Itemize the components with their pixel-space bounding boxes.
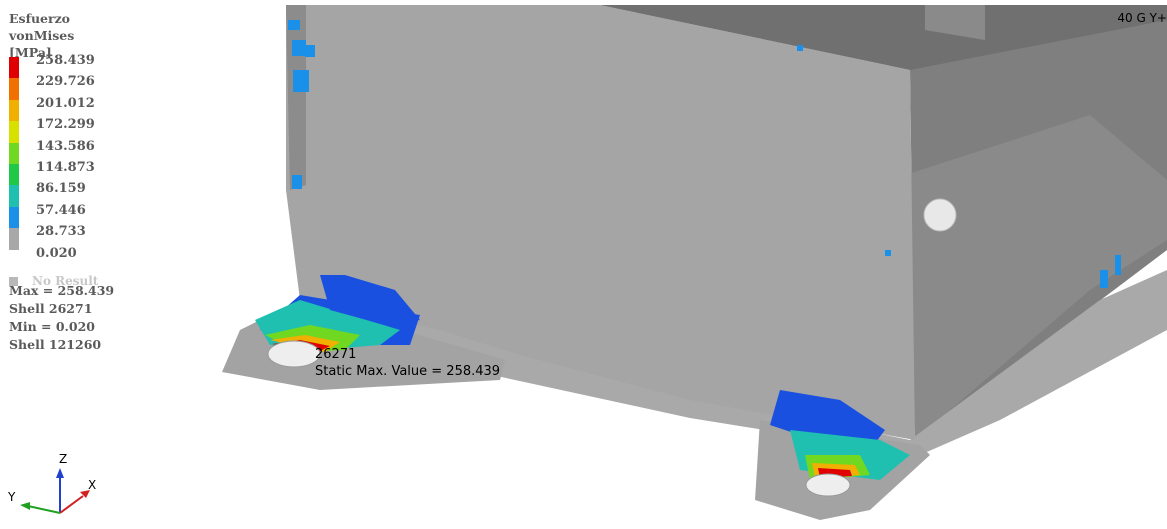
legend-level: 114.873 [36,159,95,175]
legend-swatch [9,121,19,143]
legend-title: Esfuerzo vonMises [9,11,75,43]
stress-contour-right [770,390,910,497]
legend-swatch [9,228,19,250]
legend-level: 258.439 [36,53,95,68]
legend-swatch [9,142,19,164]
no-result-label: No Result [32,274,99,288]
legend-swatch [9,163,19,186]
legend-swatch [9,78,19,100]
triad-graphic [20,468,90,514]
legend-swatch [9,185,19,207]
annotation-id: 26271 [315,347,357,362]
fan-disk [923,198,957,232]
z-axis-label: Z [59,452,68,466]
legend-levels: 258.439 229.726 201.012 172.299 143.586 … [36,50,95,264]
min-value: Min = 0.020 [9,319,95,334]
max-value: Max = 258.439 [9,283,115,298]
legend-swatch [9,99,19,122]
legend-level: 143.586 [36,138,95,154]
max-shell: Shell 26271 [9,301,93,316]
front-panel [286,5,915,440]
housing-side-panel [890,115,1167,440]
legend-level: 229.726 [36,74,95,90]
axis-triad[interactable]: Z Y X [8,448,108,523]
load-case-label: 40 G Y+ [1117,11,1167,25]
housing-arch [925,5,985,40]
min-shell: Shell 121260 [9,337,102,352]
legend-swatch [9,206,19,229]
contour-legend: Esfuerzo vonMises [MPa] 258.439 229.726 … [9,10,129,352]
legend-swatch [9,57,19,79]
legend-level: 0.020 [36,245,77,261]
housing-upper-face [600,5,1167,70]
y-axis-label: Y [8,490,16,504]
legend-level: 86.159 [36,181,86,197]
legend-color-bar [9,57,19,250]
annotation-value: Static Max. Value = 258.439 [315,364,501,379]
stress-speckles [288,20,1121,288]
no-result-swatch [9,277,18,286]
legend-level: 57.446 [36,202,86,218]
max-annotation[interactable]: 26271 Static Max. Value = 258.439 [315,346,500,380]
legend-level: 28.733 [36,224,86,240]
x-axis-label: X [88,478,97,492]
result-stats: Max = 258.439 Shell 26271 Min = 0.020 Sh… [9,282,114,354]
legend-level: 172.299 [36,117,95,133]
legend-level: 201.012 [36,95,95,111]
legend-unit: [MPa] [9,45,52,60]
no-result-entry: No Result [9,274,98,288]
stress-contour-left [255,275,420,368]
